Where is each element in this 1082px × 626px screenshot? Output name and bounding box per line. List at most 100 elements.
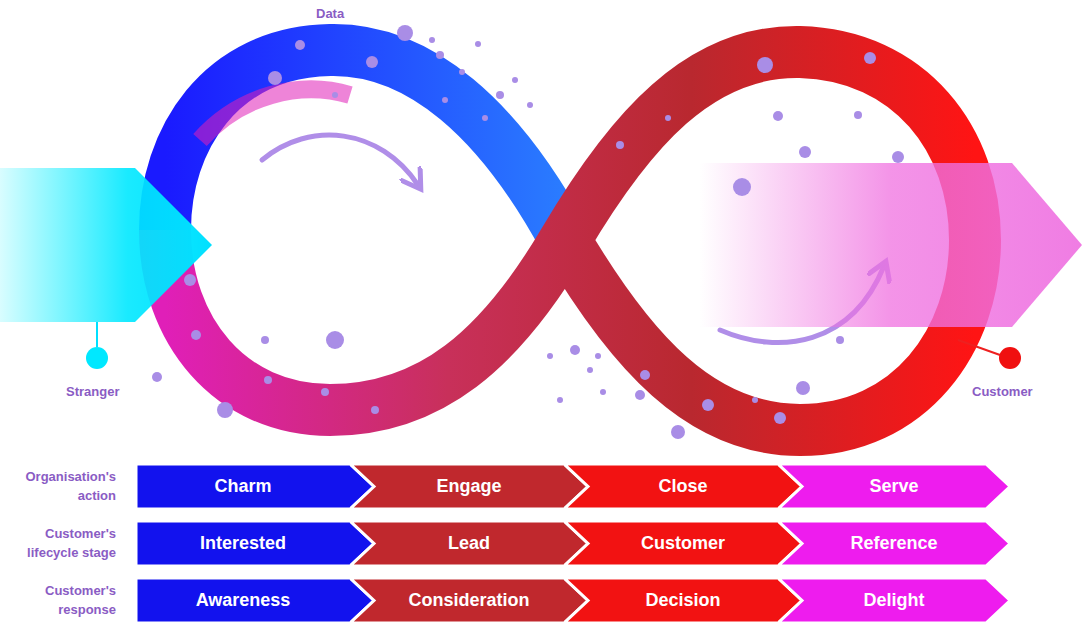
data-dot — [702, 399, 714, 411]
data-dot — [459, 69, 465, 75]
stage-text: Consideration — [408, 591, 529, 611]
label-text: Stranger — [66, 383, 156, 402]
data-dot — [836, 336, 844, 344]
data-dot — [496, 91, 504, 99]
data-dot — [264, 376, 272, 384]
stage-dot — [999, 347, 1021, 369]
label-text: Customer — [972, 383, 1072, 402]
stage-text: Serve — [869, 477, 918, 497]
label-text: Customer's lifecycle stage — [0, 525, 116, 563]
data-dot — [854, 111, 862, 119]
data-dot — [595, 353, 601, 359]
stage-text: Lead — [448, 534, 490, 554]
diagram-label: Data — [316, 5, 396, 24]
chevron-fill — [564, 464, 802, 509]
label-text: Data — [316, 5, 396, 24]
stage-chevron: Serve — [778, 464, 1010, 509]
row-header: Customer's lifecycle stage — [0, 525, 116, 563]
stage-dot — [86, 347, 108, 369]
data-dot — [442, 97, 448, 103]
chevron-fill — [778, 464, 1010, 509]
chevron-fill — [564, 521, 802, 566]
leader-line — [96, 322, 98, 347]
stage-text: Reference — [850, 534, 937, 554]
data-dot — [635, 390, 645, 400]
stage-chevron: Delight — [778, 578, 1010, 623]
data-dot — [191, 330, 201, 340]
chevron-fill — [350, 521, 588, 566]
chevron-fill — [564, 578, 802, 623]
label-text: Organisation's action — [0, 468, 116, 506]
stage-text: Decision — [645, 591, 720, 611]
exit-arrow — [700, 163, 1082, 327]
leader-line — [958, 340, 1000, 355]
loop-band — [165, 50, 565, 240]
stage-chevron: Customer — [564, 521, 802, 566]
data-dot — [864, 52, 876, 64]
data-dot — [757, 57, 773, 73]
data-dot — [892, 151, 904, 163]
data-dot — [436, 51, 444, 59]
data-dot — [616, 141, 624, 149]
label-text: Customer's response — [0, 582, 116, 620]
data-dot — [321, 388, 329, 396]
stage-text: Customer — [641, 534, 725, 554]
stage-text: Charm — [214, 477, 271, 497]
stage-chevron: Charm — [136, 464, 374, 509]
row-header: Customer's response — [0, 582, 116, 620]
data-dot — [217, 402, 233, 418]
stage-text: Interested — [200, 534, 286, 554]
data-dot — [796, 381, 810, 395]
loop-shade — [200, 89, 350, 140]
data-dot — [752, 397, 758, 403]
entry-arrow — [0, 168, 212, 322]
stage-chevron: Lead — [350, 521, 588, 566]
diagram-label: Customer — [972, 383, 1072, 402]
stage-chevron: Decision — [564, 578, 802, 623]
chevron-fill — [136, 464, 374, 509]
data-dot — [475, 41, 481, 47]
data-dot — [671, 425, 685, 439]
stage-chevron: Consideration — [350, 578, 588, 623]
diagram-label: Stranger — [66, 383, 156, 402]
stage-text: Close — [658, 477, 707, 497]
data-dot — [332, 92, 338, 98]
data-dot — [600, 389, 606, 395]
data-dot — [799, 146, 811, 158]
chevron-fill — [350, 464, 588, 509]
data-dot — [547, 353, 553, 359]
data-dot — [512, 77, 518, 83]
data-dot — [326, 331, 344, 349]
stage-chevron: Interested — [136, 521, 374, 566]
chevron-fill — [350, 578, 588, 623]
data-dot — [774, 412, 786, 424]
data-dot — [429, 37, 435, 43]
data-dot — [366, 56, 378, 68]
stage-text: Engage — [436, 477, 501, 497]
data-dot — [733, 178, 751, 196]
data-dot — [261, 336, 269, 344]
stage-chevron: Awareness — [136, 578, 374, 623]
data-dot — [557, 397, 563, 403]
data-dot — [640, 370, 650, 380]
stage-text: Awareness — [196, 591, 291, 611]
data-dot — [587, 367, 593, 373]
data-dot — [527, 102, 533, 108]
data-dot — [371, 406, 379, 414]
data-dot — [397, 25, 413, 41]
data-dot — [184, 274, 196, 286]
row-header: Organisation's action — [0, 468, 116, 506]
chevron-fill — [778, 578, 1010, 623]
stage-chevron: Reference — [778, 521, 1010, 566]
data-dot — [295, 40, 305, 50]
chevron-fill — [778, 521, 1010, 566]
flow-arrow — [262, 135, 418, 185]
stage-chevron: Close — [564, 464, 802, 509]
data-dot — [482, 115, 488, 121]
data-dot — [773, 111, 783, 121]
stage-chevron: Engage — [350, 464, 588, 509]
chevron-fill — [136, 521, 374, 566]
data-dot — [570, 345, 580, 355]
data-dot — [268, 71, 282, 85]
